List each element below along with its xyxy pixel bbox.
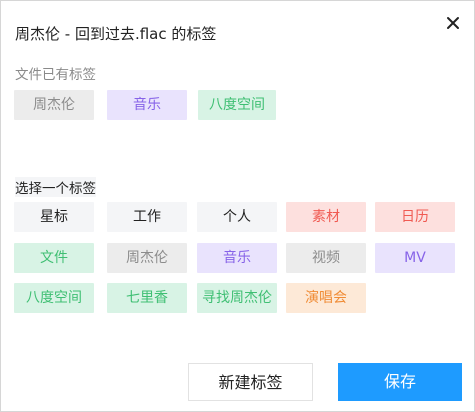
choose-tag-八度空间[interactable]: 八度空间 bbox=[14, 283, 94, 313]
choose-tag-mv[interactable]: MV bbox=[375, 243, 455, 273]
choose-tag-七里香[interactable]: 七里香 bbox=[107, 283, 187, 313]
existing-tag[interactable]: 周杰伦 bbox=[14, 90, 94, 120]
tag-label: 素材 bbox=[312, 209, 340, 225]
choose-tag-label: 选择一个标签 bbox=[15, 177, 96, 197]
choose-tag-视频[interactable]: 视频 bbox=[286, 243, 366, 273]
tag-label: MV bbox=[404, 250, 426, 266]
tag-label: 七里香 bbox=[126, 290, 168, 306]
choose-tag-寻找周杰伦[interactable]: 寻找周杰伦 bbox=[197, 283, 277, 313]
save-button[interactable]: 保存 bbox=[338, 363, 462, 401]
close-icon bbox=[446, 15, 460, 34]
choose-tag-周杰伦[interactable]: 周杰伦 bbox=[107, 243, 187, 273]
choose-tag-日历[interactable]: 日历 bbox=[375, 202, 455, 232]
dialog-title: 周杰伦 - 回到过去.flac 的标签 bbox=[15, 25, 217, 43]
existing-tag-label: 音乐 bbox=[133, 97, 161, 113]
tag-label: 视频 bbox=[312, 250, 340, 266]
close-button[interactable] bbox=[440, 11, 466, 37]
tag-label: 工作 bbox=[133, 209, 161, 225]
existing-tags-label: 文件已有标签 bbox=[15, 67, 96, 83]
existing-tag[interactable]: 八度空间 bbox=[198, 90, 276, 120]
choose-tag-演唱会[interactable]: 演唱会 bbox=[286, 283, 366, 313]
choose-tag-文件[interactable]: 文件 bbox=[14, 243, 94, 273]
choose-tag-个人[interactable]: 个人 bbox=[197, 202, 277, 232]
tag-label: 八度空间 bbox=[26, 290, 82, 306]
tag-label: 寻找周杰伦 bbox=[202, 290, 272, 306]
tag-label: 日历 bbox=[401, 209, 429, 225]
existing-tag[interactable]: 音乐 bbox=[107, 90, 187, 120]
existing-tag-label: 周杰伦 bbox=[33, 97, 75, 113]
tag-label: 文件 bbox=[40, 250, 68, 266]
tag-label: 星标 bbox=[40, 209, 68, 225]
tag-label: 周杰伦 bbox=[126, 250, 168, 266]
tag-label: 个人 bbox=[223, 209, 251, 225]
choose-tag-星标[interactable]: 星标 bbox=[14, 202, 94, 232]
tag-label: 演唱会 bbox=[305, 290, 347, 306]
choose-tag-音乐[interactable]: 音乐 bbox=[197, 243, 277, 273]
tag-label: 音乐 bbox=[223, 250, 251, 266]
new-tag-button[interactable]: 新建标签 bbox=[188, 363, 313, 401]
choose-tag-工作[interactable]: 工作 bbox=[107, 202, 187, 232]
choose-tag-素材[interactable]: 素材 bbox=[286, 202, 366, 232]
existing-tag-label: 八度空间 bbox=[209, 97, 265, 113]
